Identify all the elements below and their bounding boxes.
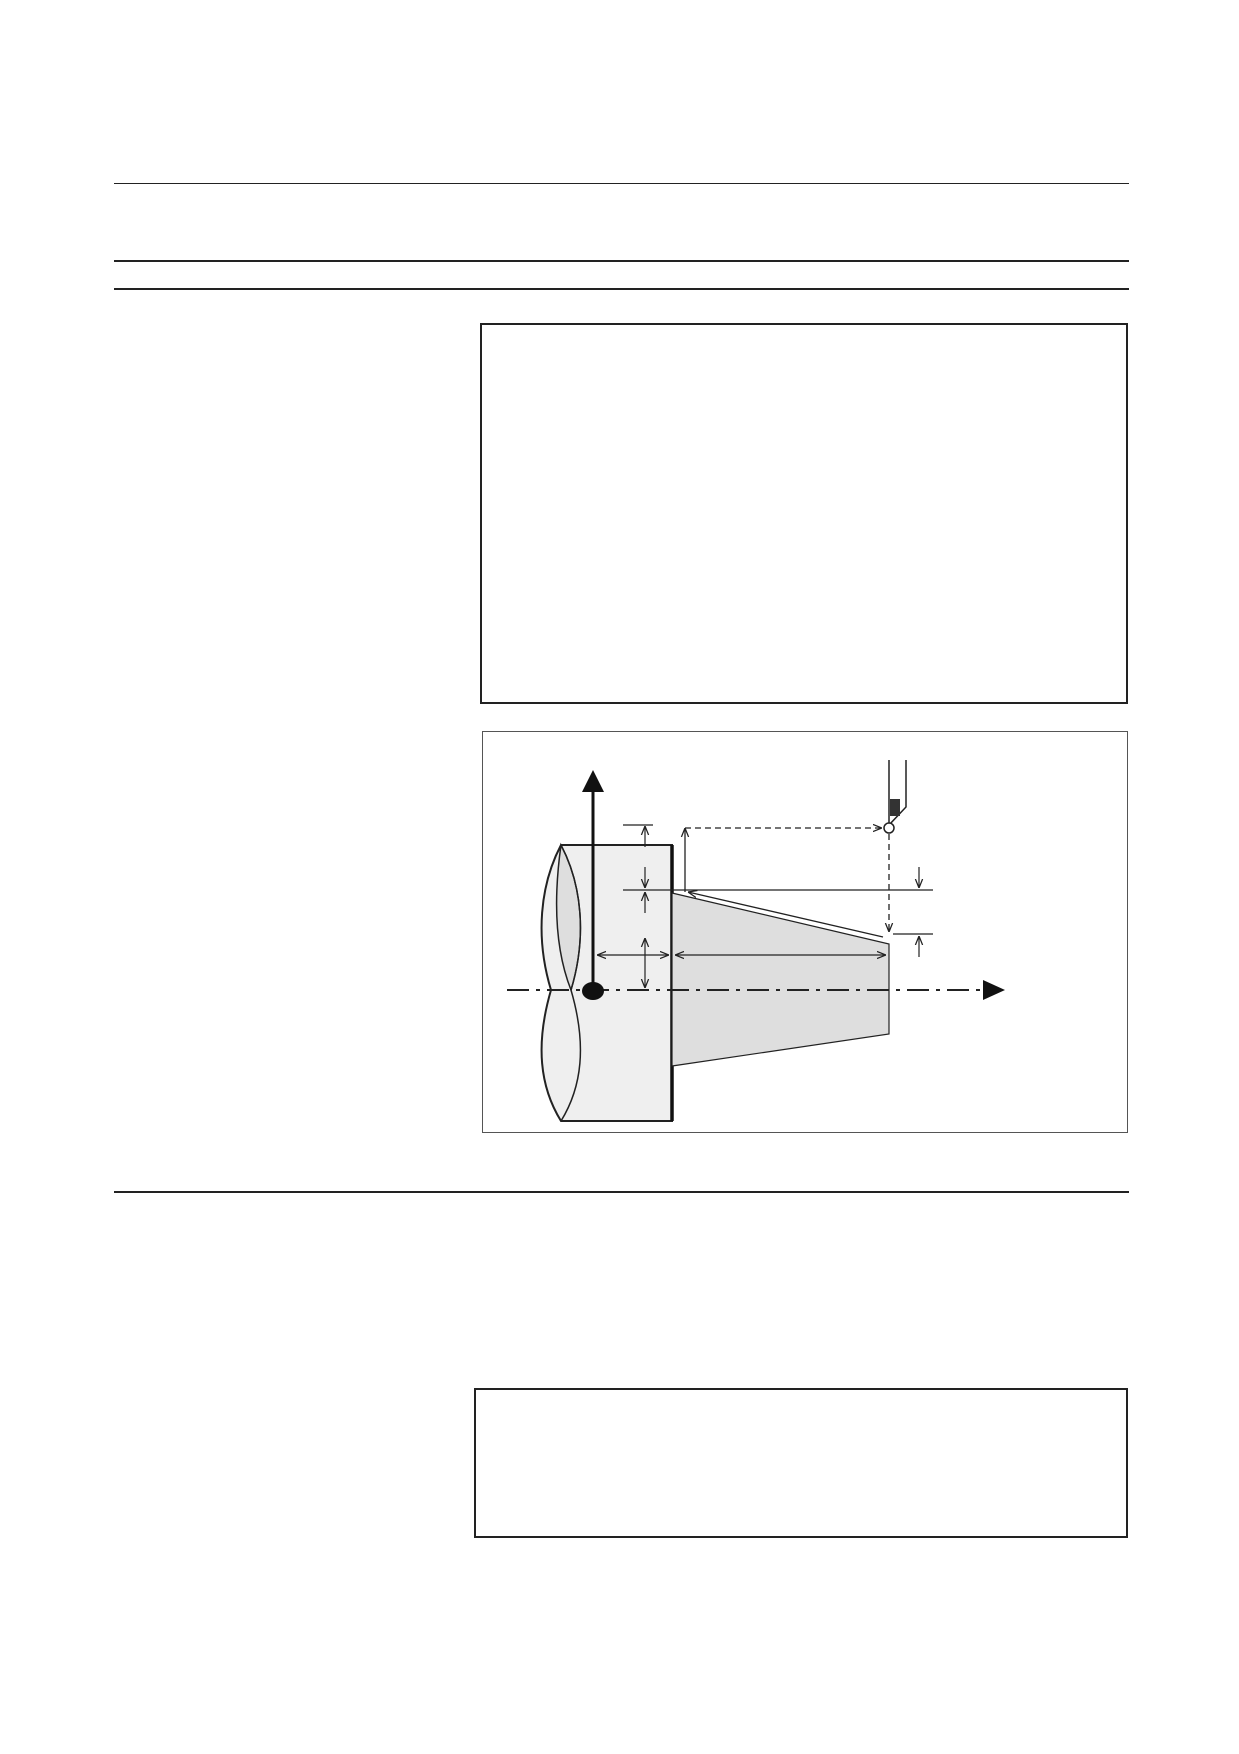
workpiece-break-line [560,844,582,1122]
tool-insert [890,799,900,816]
tool-point-icon [883,822,895,834]
program-box-upper [480,323,1128,704]
program-box-lower [474,1388,1128,1538]
top-rule [114,183,1129,184]
section-divider [114,1191,1129,1193]
z-axis-arrow-icon [983,980,1005,1000]
taper-cone [671,892,890,1067]
x-axis-arrow-icon [582,770,604,792]
taper-cut-path [688,892,884,938]
section-heading-rule-upper [114,260,1129,262]
workpiece-origin-icon [582,982,604,1000]
taper-turning-diagram [507,760,1005,1122]
section-heading-rule-lower [114,288,1129,290]
taper-turning-figure [482,731,1128,1133]
